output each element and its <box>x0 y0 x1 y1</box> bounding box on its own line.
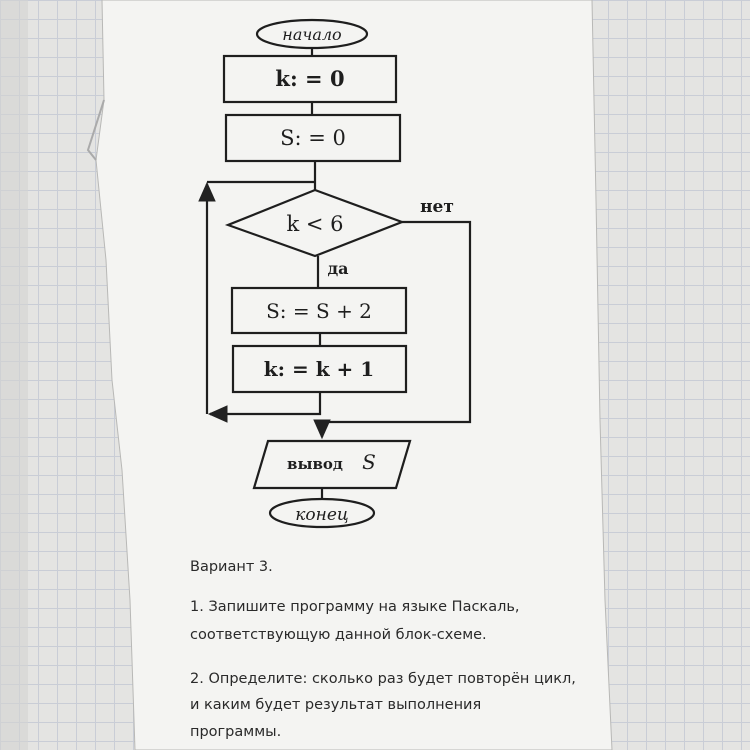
loop-return-line <box>210 392 322 416</box>
question-2-line-3: программы. <box>190 724 282 740</box>
no-branch-line <box>313 220 472 440</box>
output-parallelogram <box>252 439 412 490</box>
step-s-label: S: = S + 2 <box>266 299 372 323</box>
init-k-block <box>222 54 398 104</box>
paper-sheet <box>95 0 613 750</box>
condition-diamond <box>224 188 406 258</box>
background-shadow <box>0 0 28 750</box>
end-terminal <box>268 497 376 529</box>
yes-label: да <box>327 259 348 278</box>
start-label: начало <box>282 25 341 44</box>
question-2-line-2: и каким будет результат выполнения <box>190 697 482 713</box>
init-s-label: S: = 0 <box>280 126 346 150</box>
output-label: вывод <box>287 455 343 473</box>
flowchart <box>198 18 472 529</box>
variant-heading: Вариант 3. <box>190 559 273 575</box>
condition-label: k < 6 <box>286 212 343 236</box>
torn-edge <box>86 99 105 161</box>
step-k-label: k: = k + 1 <box>264 357 374 381</box>
init-k-label: k: = 0 <box>275 66 344 91</box>
output-var-label: S <box>362 450 376 474</box>
end-label: конец <box>295 505 349 525</box>
question-1-line-2: соответствующую данной блок-схеме. <box>190 627 487 643</box>
question-1-line-1: 1. Запишите программу на языке Паскаль, <box>190 599 520 615</box>
question-2-line-1: 2. Определите: сколько раз будет повторё… <box>190 671 576 687</box>
no-label: нет <box>420 197 454 217</box>
init-s-block <box>224 113 402 163</box>
